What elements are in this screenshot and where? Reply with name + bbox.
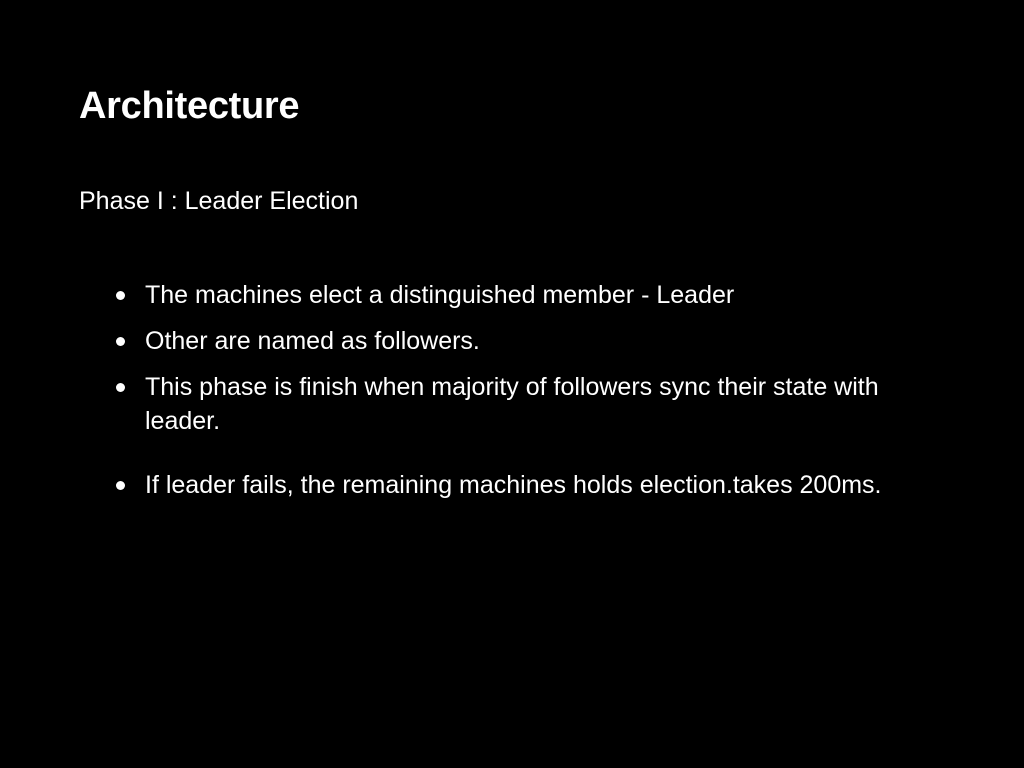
bullet-icon — [116, 291, 125, 300]
bullet-icon — [116, 337, 125, 346]
bullet-icon — [116, 481, 125, 490]
bullet-list: The machines elect a distinguished membe… — [116, 278, 945, 514]
bullet-item: If leader fails, the remaining machines … — [116, 468, 945, 502]
bullet-text: If leader fails, the remaining machines … — [145, 471, 882, 499]
bullet-text: The machines elect a distinguished membe… — [145, 281, 735, 309]
bullet-item: This phase is finish when majority of fo… — [116, 370, 945, 438]
slide-subtitle: Phase I : Leader Election — [79, 187, 359, 215]
bullet-text: Other are named as followers. — [145, 327, 480, 355]
slide-title: Architecture — [79, 85, 300, 127]
bullet-item: Other are named as followers. — [116, 324, 945, 358]
bullet-item: The machines elect a distinguished membe… — [116, 278, 945, 312]
bullet-icon — [116, 383, 125, 392]
bullet-text: This phase is finish when majority of fo… — [145, 373, 879, 435]
